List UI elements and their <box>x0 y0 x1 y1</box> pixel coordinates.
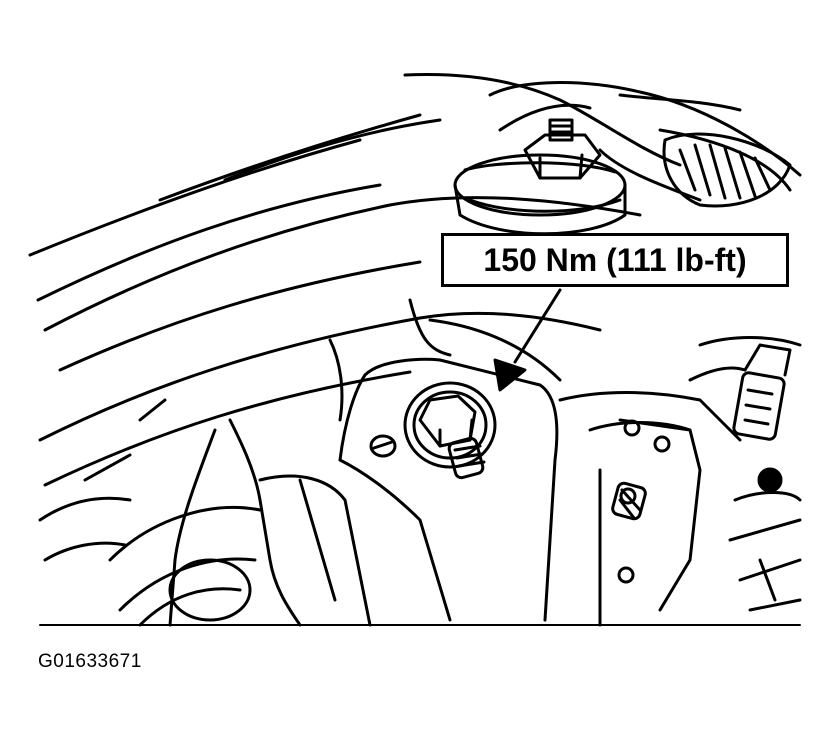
right-bracket <box>688 336 802 441</box>
figure-id-label: G01633671 <box>38 651 142 672</box>
lower-bolt <box>403 381 497 480</box>
left-housing <box>38 338 372 627</box>
ribbed-component <box>662 132 792 208</box>
bracket-plate <box>338 298 562 622</box>
callout-arrow <box>493 288 562 392</box>
torque-label: 150 Nm (111 lb-ft) <box>483 241 747 278</box>
upper-nut <box>523 118 602 180</box>
strut-mount <box>403 73 802 202</box>
torque-callout-box: 150 Nm (111 lb-ft) <box>441 233 789 287</box>
right-assembly <box>558 391 742 627</box>
small-hole <box>369 434 397 458</box>
upper-arm <box>28 113 642 487</box>
right-lower-clip <box>728 467 802 612</box>
